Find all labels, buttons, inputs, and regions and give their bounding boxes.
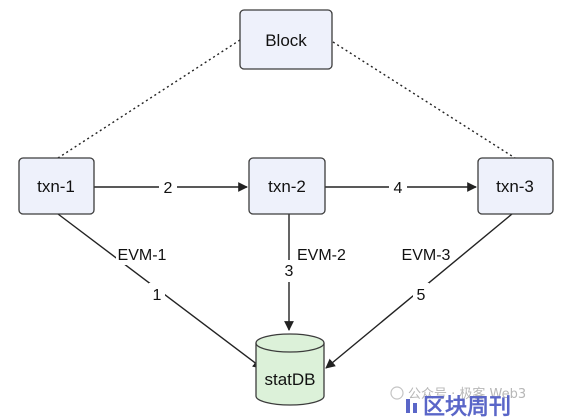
edge-label-bg — [413, 283, 429, 305]
txn3-node-box — [477, 157, 554, 215]
edge-order-label-txn2-txn3: 4 — [394, 180, 403, 197]
statdb-node: statDB — [255, 333, 325, 406]
edge-label-bg — [159, 177, 177, 197]
block-node: Block — [239, 9, 333, 70]
brand-logo-icon — [406, 399, 417, 413]
txn2-node-label: txn-2 — [268, 177, 306, 196]
edge-order-label-txn1-txn2: 2 — [164, 180, 173, 197]
watermark: 公众号 · 极客 Web3 区块周刊 — [390, 386, 526, 417]
edge-order-label-txn3-statdb: 5 — [417, 287, 426, 304]
block-txn1-dotted-link — [57, 39, 241, 159]
edge-order-label-txn2-statdb: 3 — [285, 263, 294, 280]
statdb-cylinder-top — [255, 333, 325, 353]
block-txn3-dotted-link — [332, 41, 516, 159]
txn2-node: txn-2 — [248, 157, 326, 215]
txn3-node-label: txn-3 — [496, 177, 534, 196]
edge-label-bg — [281, 260, 297, 282]
txn1-node-label: txn-1 — [37, 177, 75, 196]
txn1-node: txn-1 — [18, 157, 95, 215]
edge-label-bg — [389, 177, 407, 197]
wechat-icon — [390, 386, 404, 400]
edge-label-bg — [149, 283, 165, 305]
block-node-label: Block — [265, 31, 307, 50]
block-node-box — [239, 9, 333, 70]
txn1-node-box — [18, 157, 95, 215]
txn3-node: txn-3 — [477, 157, 554, 215]
watermark-account-text: 公众号 · 极客 Web3 — [408, 386, 526, 402]
evm-label-1: EVM-1 — [118, 247, 167, 264]
txn2-node-box — [248, 157, 326, 215]
evm-label-3: EVM-3 — [402, 247, 451, 264]
edge-order-label-txn1-statdb: 1 — [153, 287, 162, 304]
statdb-node-label: statDB — [264, 370, 315, 389]
watermark-brand-text: 区块周刊 — [423, 395, 511, 417]
edge-label-bg — [116, 243, 168, 265]
evm-label-2: EVM-2 — [297, 247, 346, 264]
statdb-cylinder-body — [255, 343, 325, 406]
